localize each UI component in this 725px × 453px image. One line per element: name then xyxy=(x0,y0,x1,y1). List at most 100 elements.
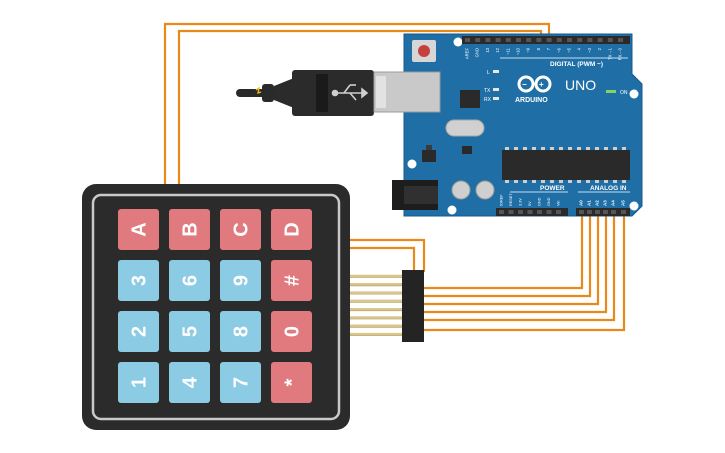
microcontroller-chip[interactable] xyxy=(502,150,630,180)
reset-button[interactable] xyxy=(418,45,430,57)
wire-a2[interactable] xyxy=(424,210,600,306)
keypad-key-C[interactable]: C xyxy=(220,209,261,250)
power-pin-sockets xyxy=(499,210,561,214)
analog-pin-sockets xyxy=(579,210,626,214)
power-pin-label: 5V xyxy=(528,201,532,206)
keypad-key-9[interactable]: 9 xyxy=(220,260,261,301)
digital-pin-socket[interactable] xyxy=(618,38,623,42)
keypad-key-5[interactable]: 5 xyxy=(169,311,210,352)
power-pin-socket[interactable] xyxy=(518,210,523,214)
rx-led xyxy=(493,97,499,100)
mcu-pin xyxy=(568,180,572,183)
on-led xyxy=(606,90,616,93)
mount-hole xyxy=(629,201,639,211)
digital-header[interactable] xyxy=(462,36,630,44)
digital-pin-label: GND xyxy=(475,48,480,57)
keypad-connector[interactable] xyxy=(402,270,424,342)
digital-pin-label: ~3 xyxy=(587,47,592,52)
digital-pin-socket[interactable] xyxy=(475,38,481,42)
capacitor xyxy=(475,180,495,200)
keypad-key-4[interactable]: 4 xyxy=(169,362,210,403)
digital-pin-socket[interactable] xyxy=(587,38,593,42)
power-pin-socket[interactable] xyxy=(556,210,561,214)
keypad-key-3[interactable]: 3 xyxy=(118,260,159,301)
digital-pin-socket[interactable] xyxy=(516,38,521,42)
keypad-key-A[interactable]: A xyxy=(118,209,159,250)
keypad-key-1[interactable]: 1 xyxy=(118,362,159,403)
analog-pin-socket[interactable] xyxy=(587,210,592,214)
digital-pin-socket[interactable] xyxy=(597,38,603,42)
digital-pin-socket[interactable] xyxy=(536,38,542,42)
keypad-key-8[interactable]: 8 xyxy=(220,311,261,352)
digital-pin-socket[interactable] xyxy=(495,38,501,42)
power-pin-socket[interactable] xyxy=(546,210,552,214)
mcu-pin xyxy=(514,147,518,150)
wire-pin-8[interactable] xyxy=(177,29,543,272)
keypad-key-label: 6 xyxy=(180,275,202,286)
digital-pin-label: ~11 xyxy=(505,47,510,54)
l-led xyxy=(493,70,499,73)
digital-pin-socket[interactable] xyxy=(577,38,583,42)
regulator-tab xyxy=(426,145,432,150)
keypad-key-2[interactable]: 2 xyxy=(118,311,159,352)
analog-pin-label: A3 xyxy=(603,200,608,206)
usb-chip xyxy=(460,90,480,108)
wire-a5[interactable] xyxy=(424,210,626,332)
digital-pin-socket[interactable] xyxy=(546,38,552,42)
analog-pin-label: A2 xyxy=(595,200,600,206)
mcu-pin xyxy=(505,147,509,150)
digital-pin-socket[interactable] xyxy=(526,38,532,42)
wire-a0[interactable] xyxy=(424,210,584,290)
digital-pin-socket[interactable] xyxy=(607,38,613,42)
keypad-key-label: 2 xyxy=(129,326,151,337)
digital-pin-socket[interactable] xyxy=(465,38,470,42)
keypad-key-D[interactable]: D xyxy=(271,209,312,250)
power-pin-socket[interactable] xyxy=(508,210,514,214)
keypad-key-7[interactable]: 7 xyxy=(220,362,261,403)
wires xyxy=(163,22,626,332)
usb-cable[interactable] xyxy=(236,70,441,116)
analog-pin-socket[interactable] xyxy=(611,210,616,214)
analog-pin-socket[interactable] xyxy=(579,210,584,214)
keypad-key-*[interactable]: * xyxy=(271,362,312,403)
analog-pin-socket[interactable] xyxy=(603,210,608,214)
power-pin-label: 3.3V xyxy=(519,198,523,206)
wire-pin-9[interactable] xyxy=(163,22,551,272)
power-pin-socket[interactable] xyxy=(537,210,542,214)
digital-pin-socket[interactable] xyxy=(556,38,562,42)
keypad-key-label: 1 xyxy=(129,377,151,388)
power-pin-socket[interactable] xyxy=(527,210,533,214)
usb-plug-neck xyxy=(274,78,294,108)
usb-end-lightning xyxy=(255,86,262,94)
digital-pin-socket[interactable] xyxy=(567,38,572,42)
analog-pin-label: A1 xyxy=(587,200,592,206)
digital-pin-label: AREF xyxy=(465,48,470,60)
mount-hole xyxy=(453,37,463,47)
keypad-key-0[interactable]: 0 xyxy=(271,311,312,352)
analog-pin-socket[interactable] xyxy=(621,210,626,214)
keypad-key-B[interactable]: B xyxy=(169,209,210,250)
keypad-key-label: 3 xyxy=(129,275,151,286)
capacitor xyxy=(451,180,471,200)
wire-a4[interactable] xyxy=(424,210,616,322)
wire-a1[interactable] xyxy=(424,210,592,298)
digital-pin-label: 7 xyxy=(546,47,551,50)
regulator xyxy=(422,150,436,162)
mcu-pin xyxy=(541,147,545,150)
arduino-uno-board[interactable]: DIGITAL (PWM ~) L TX RX − + ARDUINO UNO … xyxy=(392,33,643,217)
keypad-key-#[interactable]: # xyxy=(271,260,312,301)
analog-pin-label: A5 xyxy=(621,200,626,206)
digital-pin-socket[interactable] xyxy=(505,38,511,42)
digital-pin-label: 4 xyxy=(577,47,582,50)
keypad-key-6[interactable]: 6 xyxy=(169,260,210,301)
logo-plus: + xyxy=(539,80,544,89)
microcontroller-pins xyxy=(505,147,626,183)
power-pin-label: GND xyxy=(538,197,542,206)
analog-pin-socket[interactable] xyxy=(595,210,600,214)
wire-a3[interactable] xyxy=(424,210,608,314)
digital-pin-socket[interactable] xyxy=(485,38,491,42)
power-pin-socket[interactable] xyxy=(499,210,504,214)
keypad-ribbon xyxy=(350,270,424,342)
